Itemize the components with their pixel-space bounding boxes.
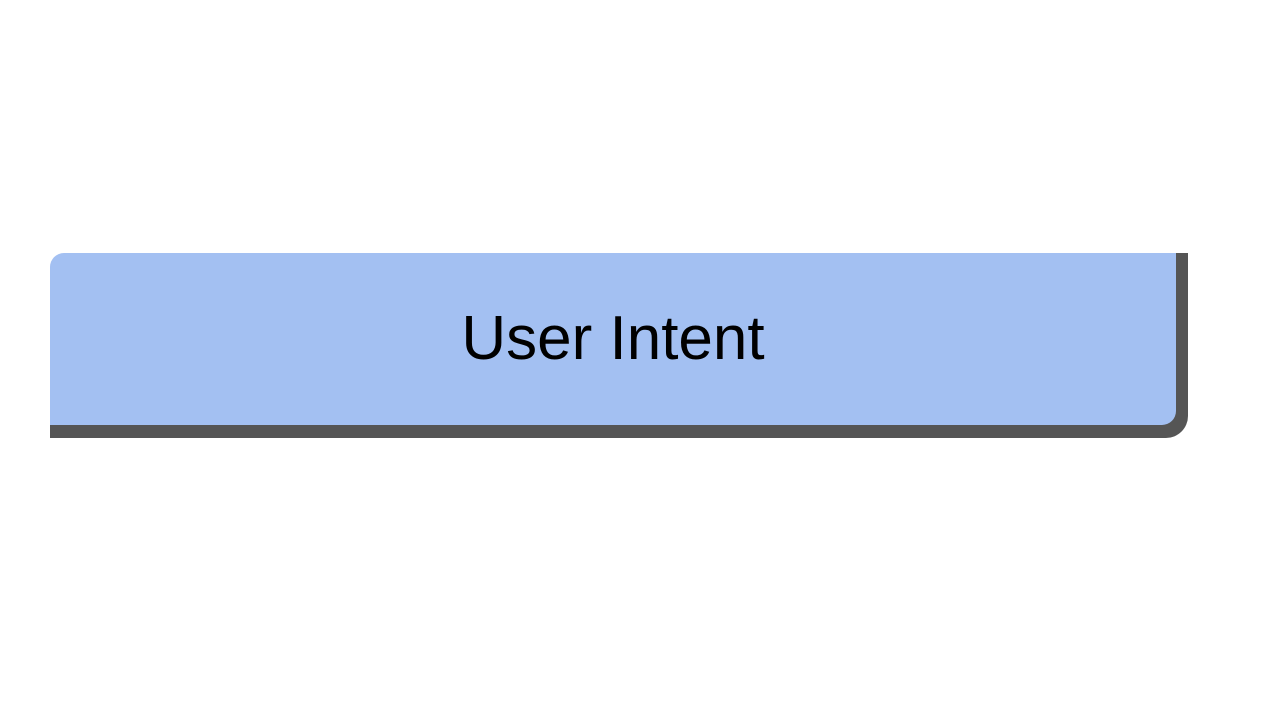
diagram-node-user-intent[interactable]: User Intent: [50, 253, 1188, 438]
node-fill: User Intent: [50, 253, 1176, 425]
node-label-user-intent: User Intent: [461, 304, 765, 373]
